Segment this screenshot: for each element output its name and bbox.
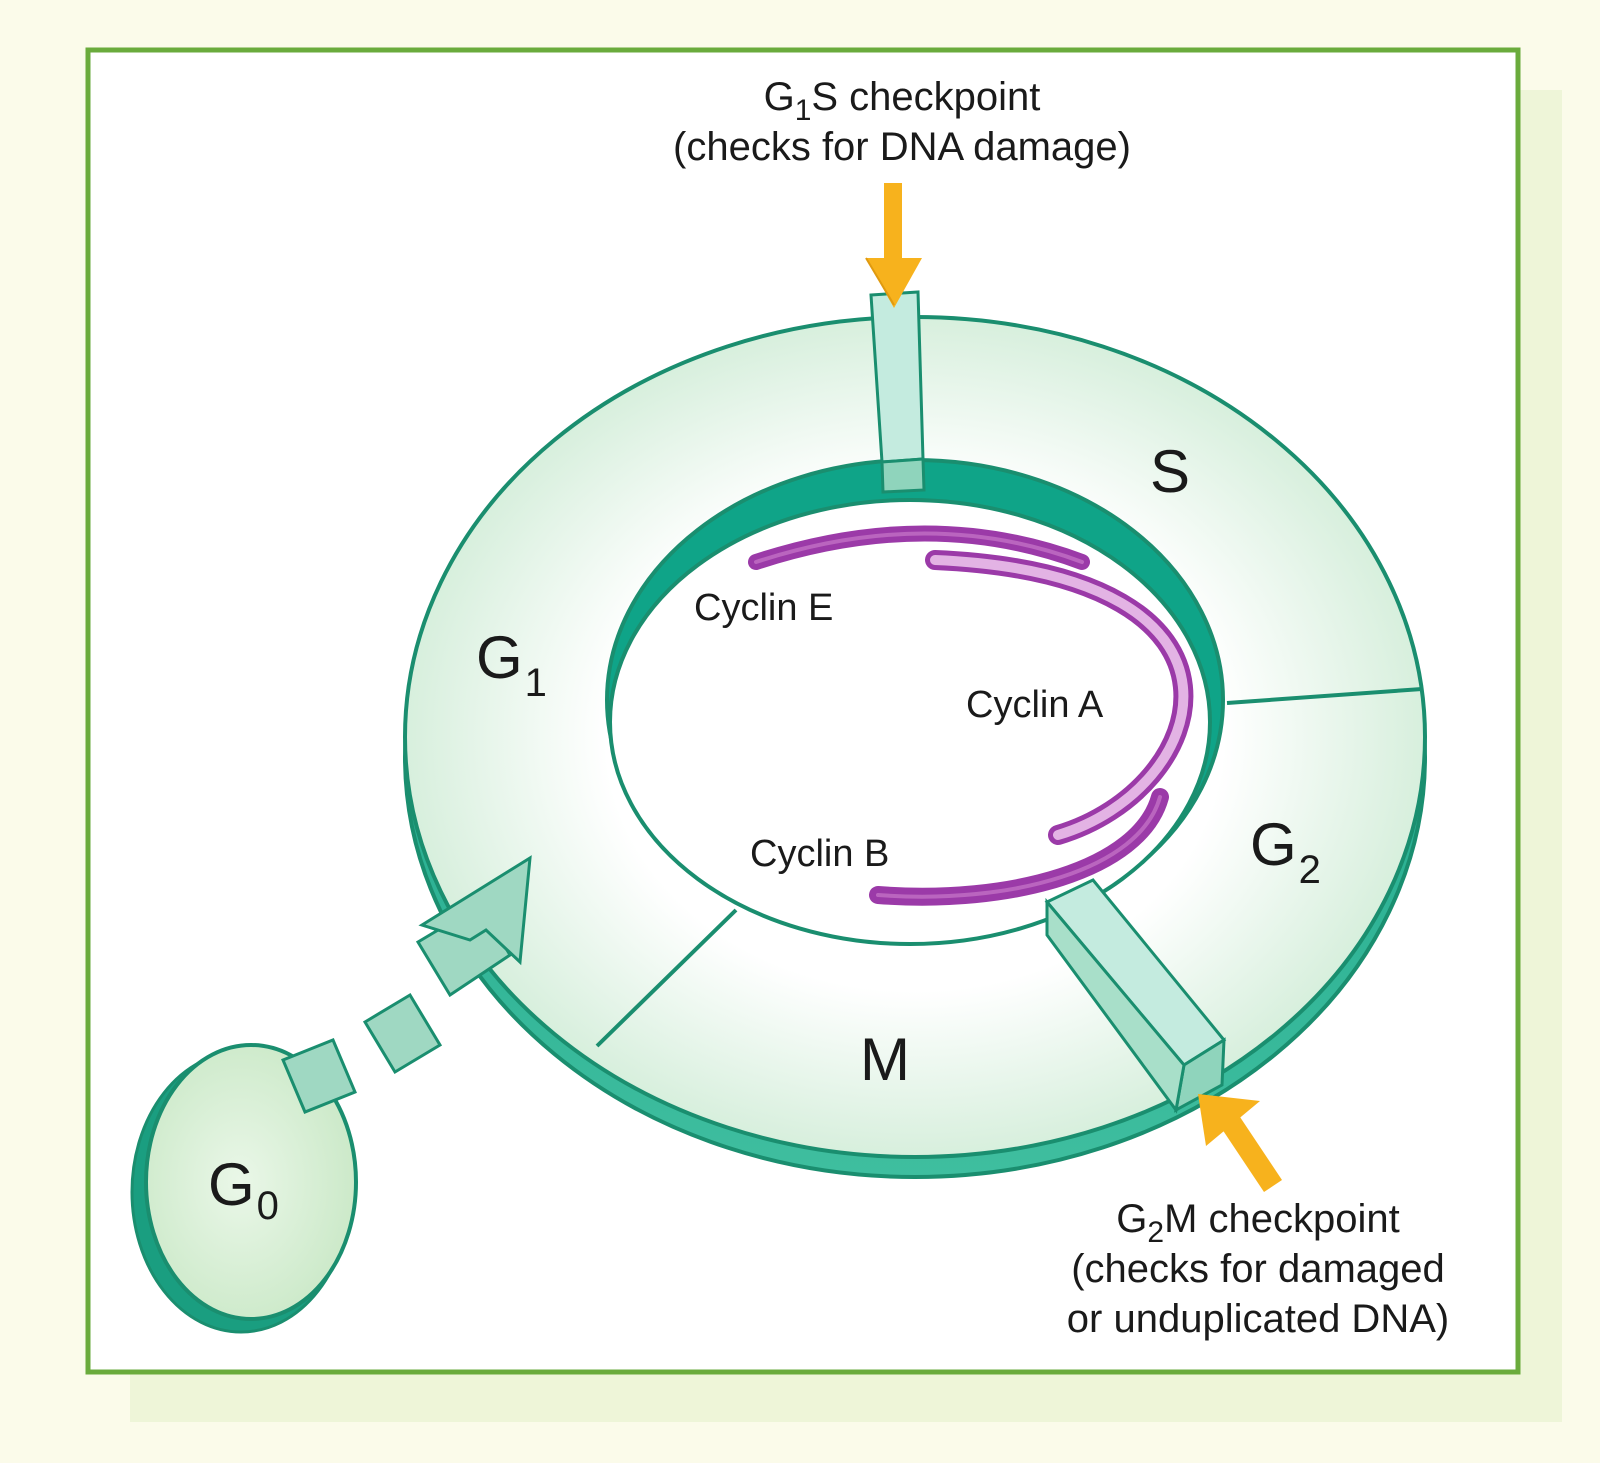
- divider-s-g2: [1226, 687, 1423, 705]
- divider-g1-m: [595, 908, 738, 1048]
- g0-disc: [130, 1043, 358, 1334]
- g2m-checkpoint-label: G2M checkpoint (checks for damaged or un…: [1067, 1197, 1449, 1341]
- svg-text:G1S checkpoint: G1S checkpoint: [764, 75, 1041, 127]
- cyclin-b-label: Cyclin B: [750, 833, 889, 875]
- cyclin-a-label: Cyclin A: [966, 684, 1104, 726]
- g2m-checkpoint-block: [1044, 878, 1227, 1114]
- phase-label-m: M: [860, 1026, 910, 1093]
- phase-label-g0: G0: [208, 1151, 279, 1228]
- svg-text:or unduplicated DNA): or unduplicated DNA): [1067, 1297, 1449, 1341]
- g1s-checkpoint-block: [869, 290, 926, 494]
- svg-text:G2M checkpoint: G2M checkpoint: [1116, 1197, 1399, 1249]
- phase-label-g2: G2: [1250, 811, 1321, 892]
- svg-text:(checks for DNA damage): (checks for DNA damage): [673, 125, 1131, 169]
- g1s-arrow: [865, 183, 922, 308]
- cyclin-arcs: [748, 525, 1194, 906]
- g0-to-g1-arrow: [281, 855, 532, 1114]
- g2m-arrow: [1198, 1094, 1282, 1192]
- g1s-checkpoint-label: G1S checkpoint (checks for DNA damage): [673, 75, 1131, 169]
- phase-label-g1: G1: [476, 624, 547, 705]
- cell-cycle-ring: [403, 315, 1427, 1179]
- svg-text:(checks for damaged: (checks for damaged: [1071, 1247, 1445, 1291]
- ring-inner-hole: [608, 498, 1212, 946]
- cyclin-e-label: Cyclin E: [694, 587, 833, 629]
- phase-label-s: S: [1150, 438, 1190, 505]
